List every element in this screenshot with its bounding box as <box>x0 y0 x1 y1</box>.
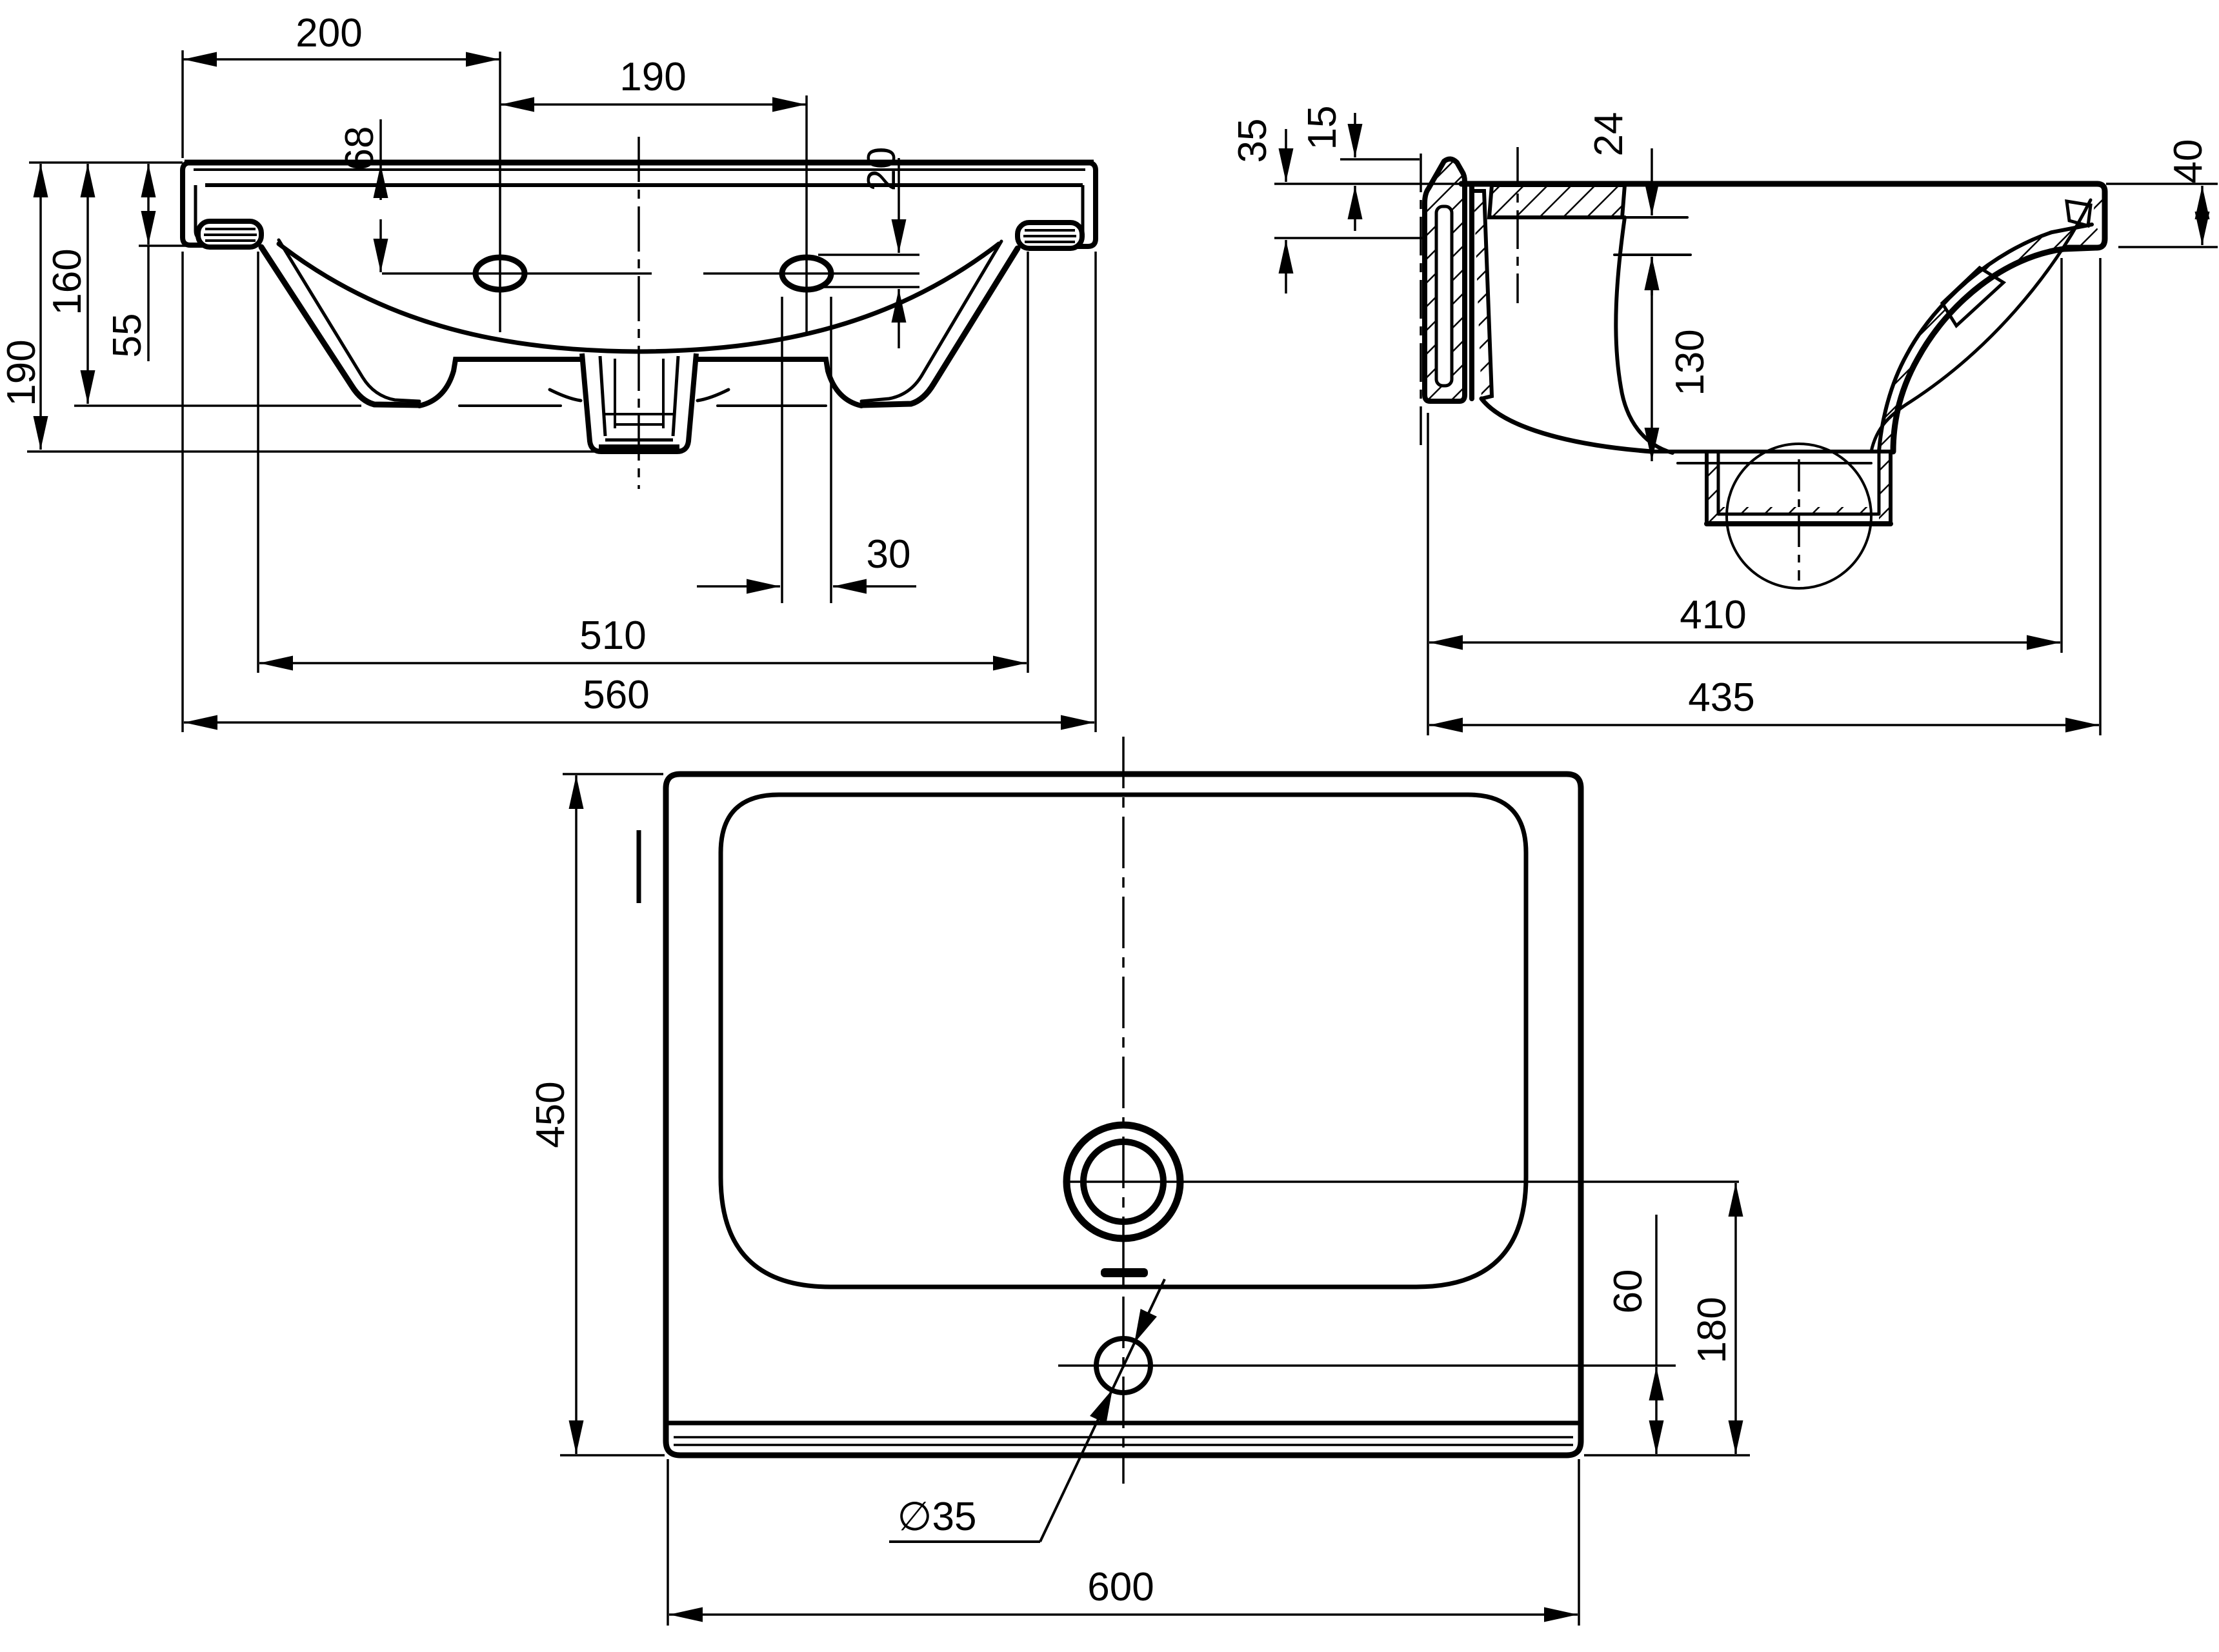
plan-bowl-outline <box>718 792 1529 1289</box>
dim-side-35: 35 <box>1230 119 1461 294</box>
plan-overflow-slot <box>1101 1268 1148 1277</box>
front-elevation-view: 200 190 68 20 <box>0 11 1098 903</box>
side-hatched-regions <box>1425 159 2105 524</box>
dim-label-600: 600 <box>1087 1565 1154 1609</box>
dim-label-30: 30 <box>867 532 911 577</box>
dim-plan-60: 60 <box>1606 1215 1664 1454</box>
dim-label-68: 68 <box>337 126 382 171</box>
dim-label-410: 410 <box>1680 593 1746 637</box>
dim-plan-600: 600 <box>667 1459 1580 1626</box>
dim-label-24: 24 <box>1587 112 1631 157</box>
plan-view: 450 60 180 600 ∅35 <box>528 737 1750 1626</box>
dim-side-15: 15 <box>1300 106 1420 231</box>
dim-label-40: 40 <box>2166 139 2211 184</box>
dim-label-tap-hole-dia: ∅35 <box>898 1495 977 1539</box>
dim-label-190-spacing: 190 <box>619 55 686 99</box>
dim-label-510: 510 <box>579 613 646 658</box>
dim-label-15: 15 <box>1300 106 1345 150</box>
dim-label-180: 180 <box>1690 1297 1734 1363</box>
dim-side-40: 40 <box>2106 139 2218 248</box>
dim-label-435: 435 <box>1688 675 1754 720</box>
dim-label-35: 35 <box>1230 119 1275 163</box>
dim-plan-180: 180 <box>1584 1183 1750 1457</box>
dim-front-68: 68 <box>337 119 388 272</box>
dim-front-left-stack: 160 190 55 <box>0 161 595 453</box>
plan-front-strip <box>668 1420 1578 1446</box>
dim-label-450: 450 <box>528 1081 573 1148</box>
front-fixing-holes <box>382 52 919 332</box>
dim-front-560: 560 <box>181 252 1097 732</box>
dim-side-435: 435 <box>1429 258 2102 735</box>
dim-label-60: 60 <box>1606 1269 1651 1314</box>
dim-front-190-spacing: 190 <box>501 55 806 112</box>
dim-label-160: 160 <box>45 248 90 315</box>
plan-outer-outline <box>663 771 1584 1458</box>
detail-circle <box>1725 443 1873 590</box>
dim-plan-450: 450 <box>528 773 665 1457</box>
dim-label-560: 560 <box>583 673 649 717</box>
front-mounting-ears <box>196 219 1085 251</box>
front-body-outline <box>258 238 1021 408</box>
dim-label-200: 200 <box>296 11 362 55</box>
front-drain-boss <box>579 353 699 454</box>
dim-front-200: 200 <box>181 11 499 158</box>
dim-side-130: 130 <box>1644 257 1712 461</box>
dim-label-130: 130 <box>1668 329 1712 395</box>
side-profile <box>1422 156 2108 526</box>
front-rim-slab <box>180 159 1098 249</box>
dim-front-510: 510 <box>257 252 1029 673</box>
dim-label-20: 20 <box>859 147 904 192</box>
side-section-view: 35 15 24 130 40 <box>1230 106 2218 735</box>
dim-label-190-height: 190 <box>0 339 44 406</box>
side-hatch-windows <box>1434 199 2093 388</box>
dim-front-30: 30 <box>697 297 916 603</box>
dim-label-55: 55 <box>105 313 150 358</box>
dim-front-20: 20 <box>818 147 919 348</box>
dim-plan-tap-hole: ∅35 <box>889 1279 1166 1543</box>
dim-side-410: 410 <box>1427 258 2063 735</box>
